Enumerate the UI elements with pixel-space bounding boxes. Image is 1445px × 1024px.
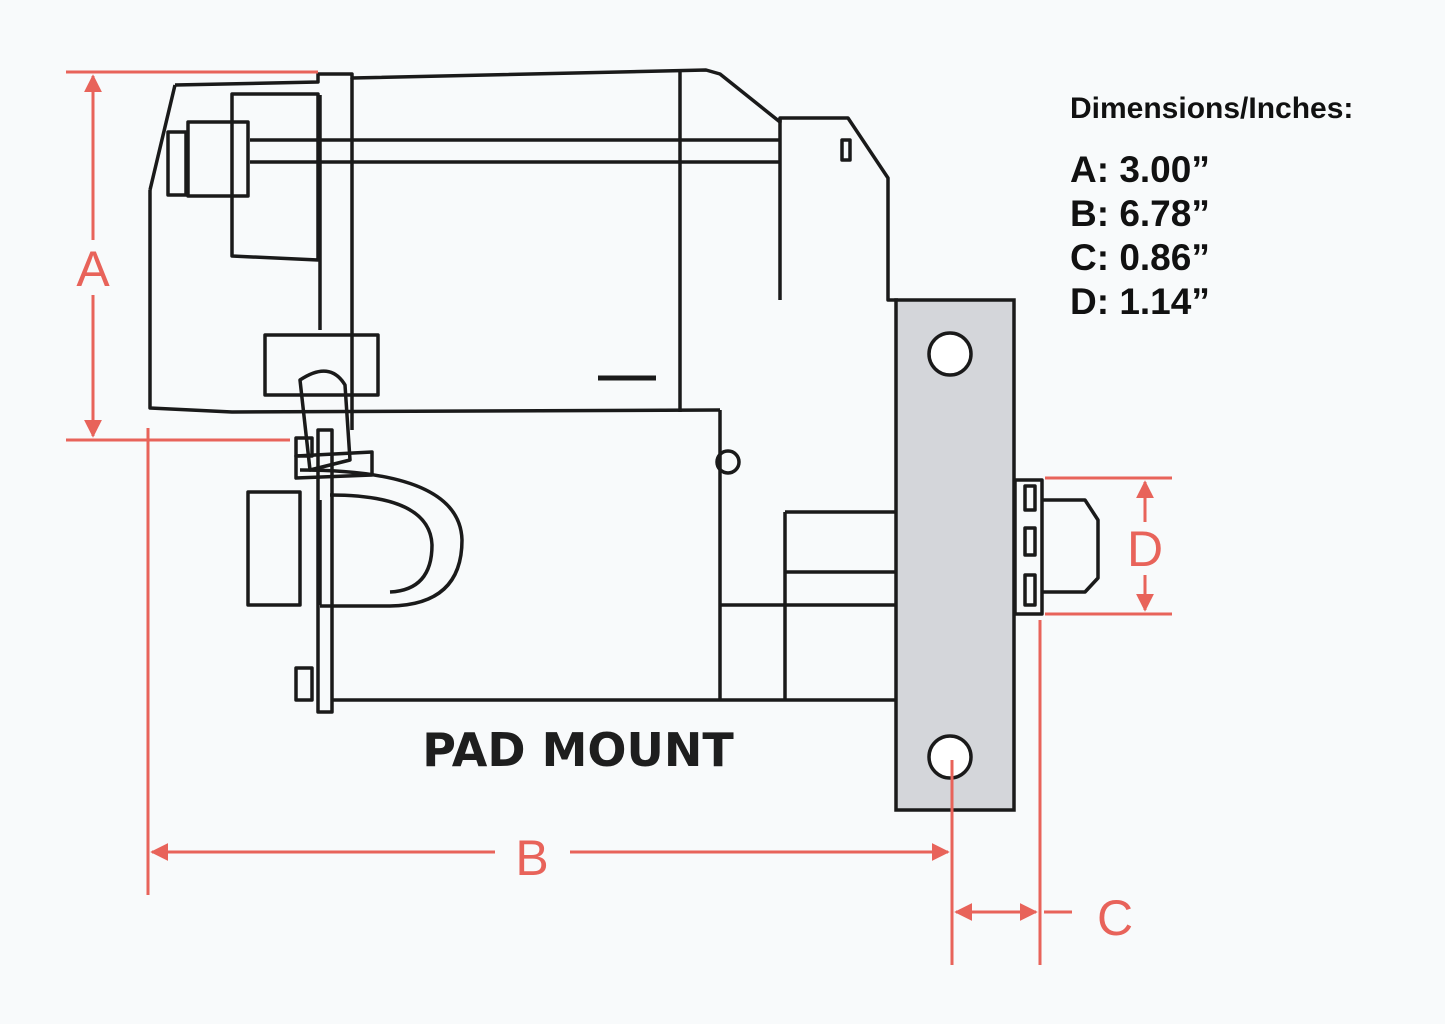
legend-item-c: C: 0.86” bbox=[1070, 237, 1210, 278]
terminal-block bbox=[263, 333, 380, 397]
dimensions-legend: Dimensions/Inches: A: 3.00” B: 6.78” C: … bbox=[1070, 92, 1353, 324]
motor-housing-bottom bbox=[148, 190, 721, 414]
legend-item-b: B: 6.78” bbox=[1070, 193, 1210, 234]
starter-motor-outline bbox=[148, 68, 1100, 714]
motor-housing bbox=[174, 68, 898, 302]
through-bolt bbox=[166, 130, 188, 197]
pad-bolt-hole-bottom bbox=[927, 734, 973, 780]
dim-c-label: C bbox=[1097, 890, 1133, 946]
legend-item-a: A: 3.00” bbox=[1070, 149, 1210, 190]
terminal-cable bbox=[298, 369, 352, 472]
dimension-lines bbox=[66, 70, 1172, 965]
diagram-caption: PAD MOUNT bbox=[422, 723, 734, 777]
legend-item-d: D: 1.14” bbox=[1070, 281, 1210, 322]
legend-title: Dimensions/Inches: bbox=[1070, 92, 1354, 125]
pinion-gear bbox=[1013, 478, 1044, 616]
front-hole bbox=[715, 449, 741, 475]
dim-b-label: B bbox=[515, 830, 548, 886]
dim-a-label: A bbox=[76, 241, 110, 297]
dim-d-label: D bbox=[1127, 521, 1163, 577]
pad-bolt-hole-top bbox=[927, 331, 973, 377]
solenoid-bracket bbox=[316, 428, 334, 714]
mounting-pad bbox=[894, 298, 1016, 812]
solenoid-cap bbox=[246, 490, 302, 607]
